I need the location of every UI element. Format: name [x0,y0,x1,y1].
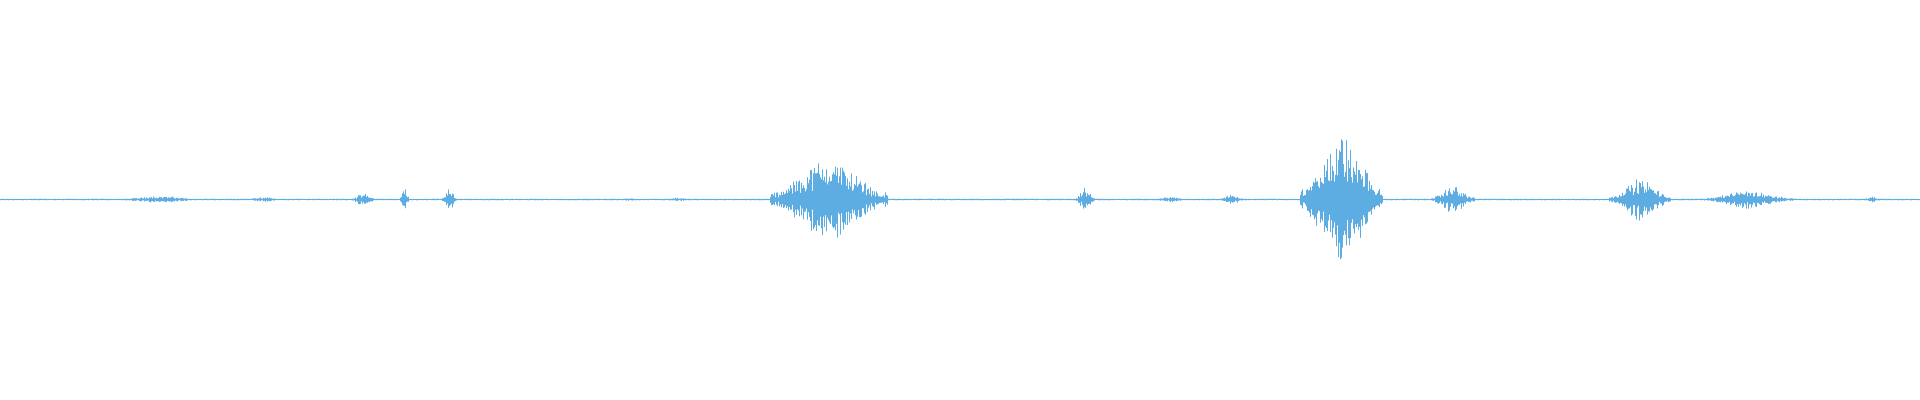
waveform-amplitude-path [0,139,1920,260]
